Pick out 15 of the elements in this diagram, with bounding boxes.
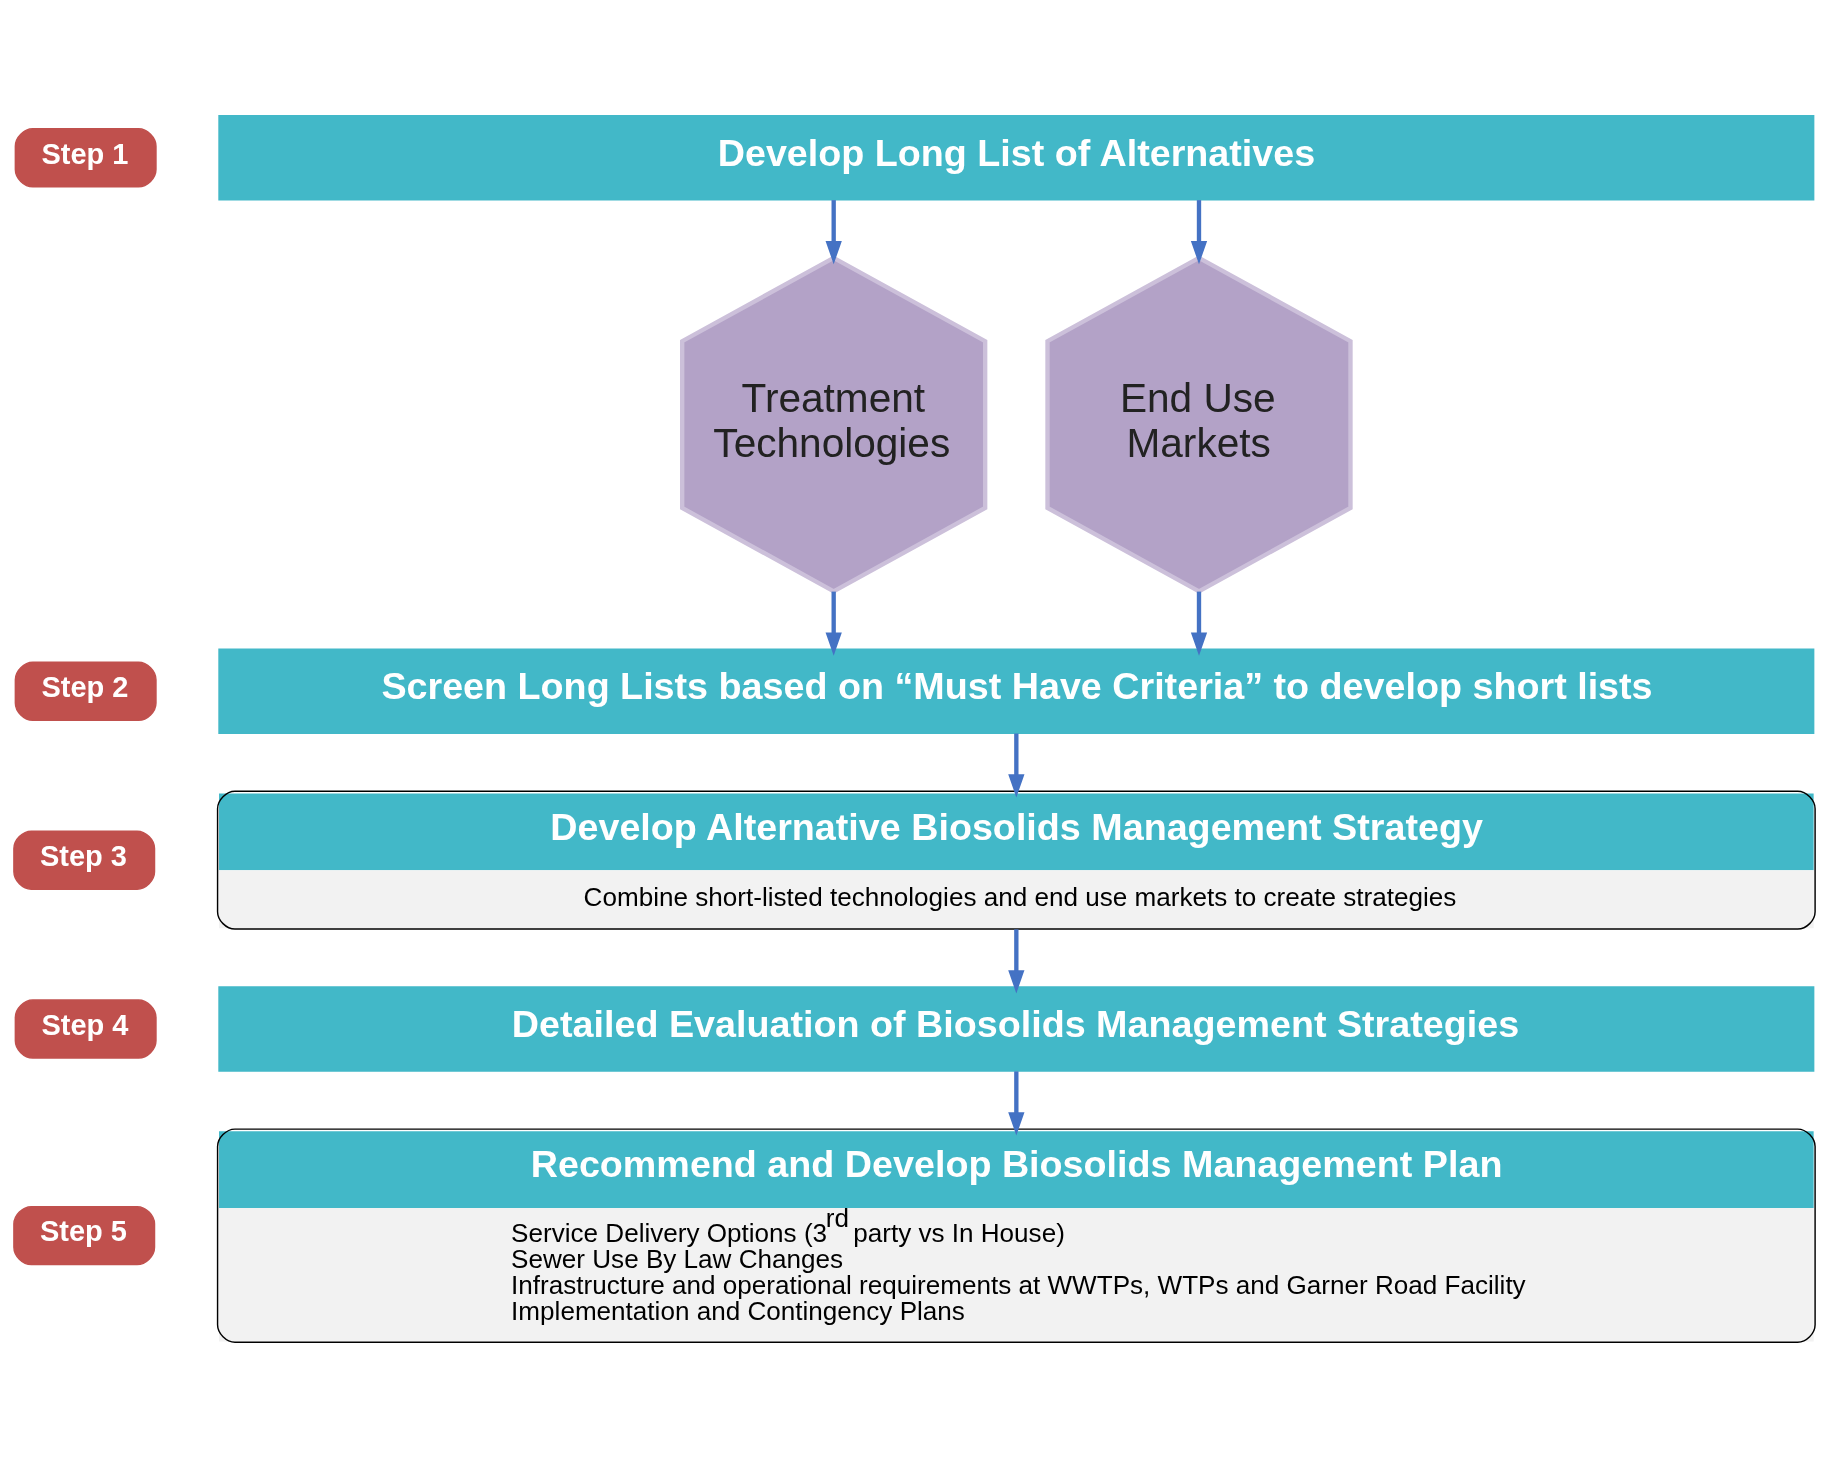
node-box: Detailed Evaluation of Biosolids Management Strategies [218,986,1815,1072]
node-box: Step 3 [13,830,156,890]
arrow [1008,929,1025,994]
arrow [825,591,842,656]
arrow [1008,1071,1025,1136]
node-box: Step 5 [13,1205,156,1266]
node-box: Screen Long Lists based on “Must Have Criteria” to develop short lists [218,648,1815,735]
arrow [825,200,842,265]
arrow [1190,200,1208,265]
node-box: Step 2 [14,661,157,722]
node-box: Develop Long List of Alternatives [218,115,1815,201]
arrow [1008,733,1025,798]
arrow [1190,591,1208,656]
node-box: Step 1 [14,128,157,188]
node-box: Step 4 [14,999,157,1059]
